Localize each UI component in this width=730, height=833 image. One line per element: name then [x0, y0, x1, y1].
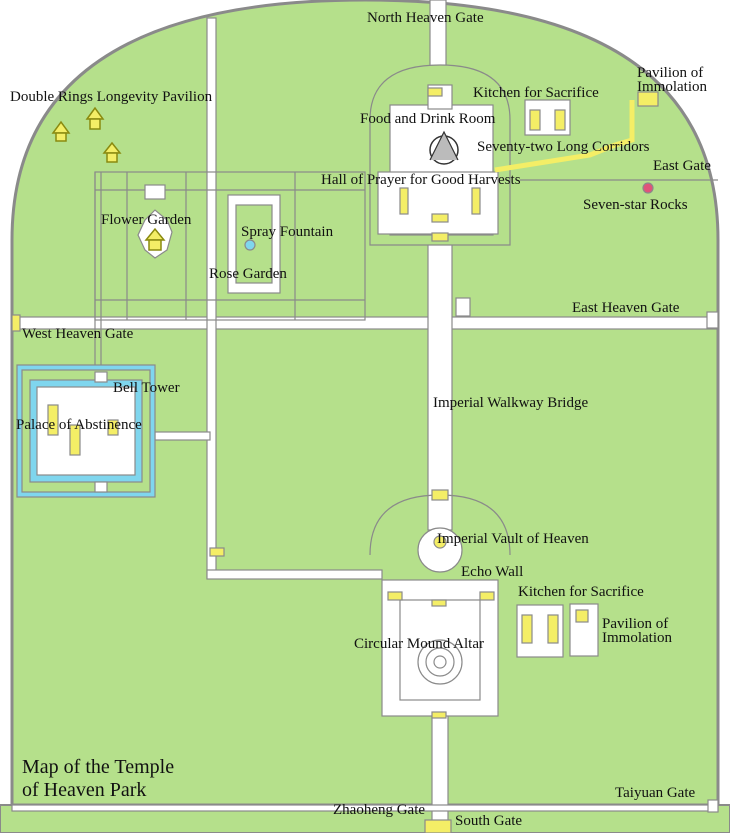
- east-heaven-gate-building: [706, 311, 719, 329]
- circular-mound: [417, 639, 463, 685]
- taiyuan-gate-building: [707, 799, 719, 813]
- south-road: [431, 714, 449, 833]
- fountain-pool: [244, 239, 256, 251]
- label-kitchen-north: Kitchen for Sacrifice: [473, 85, 599, 101]
- label-zhaoheng-gate: Zhaoheng Gate: [333, 802, 426, 818]
- label-seven-star-rocks: Seven-star Rocks: [583, 197, 688, 213]
- west-heaven-gate-building: [11, 314, 21, 332]
- label-imperial-vault: Imperial Vault of Heaven: [437, 531, 589, 547]
- label-taiyuan-gate: Taiyuan Gate: [615, 785, 696, 801]
- flower-garden-gate: [144, 184, 166, 200]
- label-bell-tower: Bell Tower: [113, 380, 180, 396]
- label-flower-garden: Flower Garden: [101, 212, 192, 228]
- label-pavilion-immolation-south: Pavilion of Immolation: [602, 616, 672, 646]
- seven-star-rocks: [642, 182, 654, 194]
- palace-road: [154, 431, 211, 441]
- seventy-two-corridors: [494, 100, 635, 173]
- double-rings-pavilions: [51, 106, 166, 251]
- label-food-drink-room: Food and Drink Room: [360, 111, 496, 127]
- park-boundary: [10, 0, 720, 807]
- map-title-line2: of Heaven Park: [22, 779, 147, 801]
- south-gate-building: [424, 819, 452, 833]
- label-spray-fountain: Spray Fountain: [241, 224, 334, 240]
- label-east-gate: East Gate: [653, 158, 711, 174]
- imperial-walkway: [427, 239, 453, 531]
- label-imperial-walkway-bridge: Imperial Walkway Bridge: [433, 395, 589, 411]
- label-east-heaven-gate: East Heaven Gate: [572, 300, 680, 316]
- food-drink-room: [427, 87, 443, 97]
- label-kitchen-south: Kitchen for Sacrifice: [518, 584, 644, 600]
- west-lower-road: [206, 569, 383, 580]
- label-hall-of-prayer: Hall of Prayer for Good Harvests: [321, 172, 521, 188]
- label-west-heaven-gate: West Heaven Gate: [22, 326, 134, 342]
- label-palace-of-abstinence: Palace of Abstinence: [16, 417, 142, 433]
- label-south-gate: South Gate: [455, 813, 523, 829]
- label-north-heaven-gate: North Heaven Gate: [367, 10, 484, 26]
- label-echo-wall: Echo Wall: [461, 564, 524, 580]
- map-title: Map of the Temple of Heaven Park: [22, 756, 174, 802]
- imperial-vault: [417, 527, 463, 573]
- label-pavilion-immolation-north: Pavilion of Immolation: [637, 65, 707, 95]
- label-seventy-two-corridors: Seventy-two Long Corridors: [477, 139, 650, 155]
- map-title-line1: Map of the Temple: [22, 756, 175, 778]
- pavilion-immolation-north: [637, 91, 659, 107]
- label-rose-garden: Rose Garden: [209, 266, 287, 282]
- label-double-rings-pavilion: Double Rings Longevity Pavilion: [10, 89, 213, 105]
- label-circular-mound-altar: Circular Mound Altar: [354, 636, 484, 652]
